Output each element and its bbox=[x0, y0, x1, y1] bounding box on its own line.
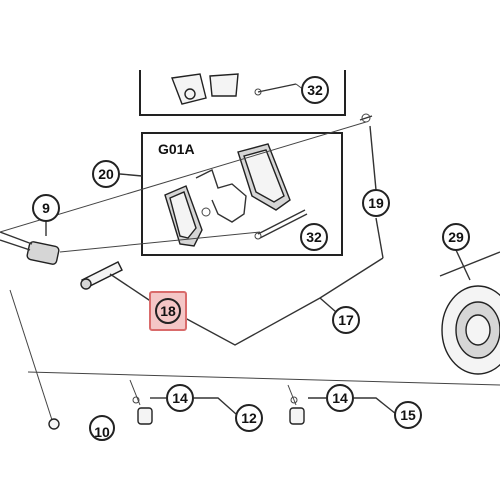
bolt-part bbox=[0, 231, 60, 265]
svg-text:12: 12 bbox=[241, 410, 257, 426]
svg-text:14: 14 bbox=[172, 390, 188, 406]
callout-9: 9 bbox=[32, 194, 60, 222]
callout-20: 20 bbox=[92, 160, 120, 188]
svg-text:18: 18 bbox=[160, 303, 176, 319]
callout-14-right: 14 bbox=[326, 384, 354, 412]
pad-set-box: G01A bbox=[141, 132, 343, 256]
callout-10-partial: 10 bbox=[89, 415, 115, 441]
brake-pad-left bbox=[164, 185, 203, 247]
svg-text:32: 32 bbox=[307, 82, 323, 98]
bottom-small-parts bbox=[48, 396, 305, 430]
svg-text:32: 32 bbox=[306, 229, 322, 245]
svg-text:10: 10 bbox=[94, 424, 110, 440]
callout-32-mid: 32 bbox=[300, 223, 328, 251]
pad-spring bbox=[195, 169, 247, 223]
small-screw bbox=[359, 113, 373, 123]
pad-pin-loose bbox=[80, 261, 123, 290]
callout-19: 19 bbox=[362, 189, 390, 217]
callout-29: 29 bbox=[442, 223, 470, 251]
svg-text:29: 29 bbox=[448, 229, 464, 245]
svg-text:14: 14 bbox=[332, 390, 348, 406]
svg-text:15: 15 bbox=[400, 407, 416, 423]
svg-text:20: 20 bbox=[98, 166, 114, 182]
callout-14-left: 14 bbox=[166, 384, 194, 412]
svg-text:9: 9 bbox=[42, 200, 50, 216]
leader-lines bbox=[0, 121, 500, 421]
brake-pad-right bbox=[237, 143, 291, 211]
callout-15: 15 bbox=[394, 401, 422, 429]
pad-set-label: G01A bbox=[158, 141, 195, 157]
callout-17: 17 bbox=[332, 306, 360, 334]
callout-18-highlighted[interactable]: 18 bbox=[149, 291, 187, 331]
callout-32-top: 32 bbox=[301, 76, 329, 104]
pad-pin bbox=[254, 209, 308, 240]
svg-text:17: 17 bbox=[338, 312, 354, 328]
rotor-part bbox=[439, 249, 500, 375]
callout-12: 12 bbox=[235, 404, 263, 432]
svg-text:19: 19 bbox=[368, 195, 384, 211]
